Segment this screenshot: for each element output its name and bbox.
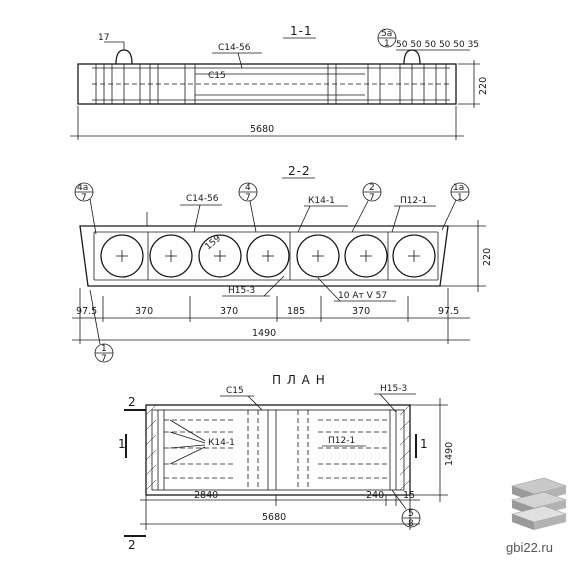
hollow-core — [392, 234, 436, 278]
label-s2-p12-1: П12-1 — [400, 196, 427, 206]
plan-view: П Л А Н — [118, 373, 455, 552]
dim-370-c: 370 — [352, 306, 370, 317]
label-frame-c15: С15 — [208, 71, 226, 81]
marker-2: 2 7 — [351, 182, 382, 233]
plan-outline — [145, 404, 411, 496]
section-1-1: 1-1 17 С14-56 С15 — [70, 24, 489, 140]
plan-title: П Л А Н — [272, 373, 326, 387]
marker-1a: 1a 1 — [441, 182, 470, 231]
plan-label-k14-1: К14-1 — [208, 438, 235, 448]
label-s2-rebar: 10 Ат V 57 — [338, 291, 387, 301]
marker-4-bottom: 7 — [245, 193, 251, 203]
marker-1-top: 1 — [101, 344, 107, 354]
watermark-site: gbi22.ru — [506, 540, 553, 555]
dim-185: 185 — [287, 306, 305, 317]
marker-5-bottom: 8 — [408, 519, 414, 529]
marker-5a: 5a 1 — [377, 28, 397, 49]
marker-4a-bottom: 7 — [81, 193, 87, 203]
marker-5-top: 5 — [408, 509, 414, 519]
section-2-total: 1490 — [252, 328, 276, 339]
hollow-core — [198, 234, 242, 278]
cut-mark-1-left: 1 — [118, 437, 127, 451]
plan-label-n15-3: Н15-3 — [380, 384, 407, 394]
plan-dim-5680: 5680 — [262, 512, 286, 523]
marker-5: 5 8 — [391, 489, 421, 529]
marker-4a: 4a 7 — [74, 182, 97, 235]
section-2-height: 220 — [482, 248, 493, 266]
section-1-title: 1-1 — [290, 24, 313, 38]
marker-5a-bottom: 1 — [384, 39, 390, 49]
hollow-core — [296, 234, 340, 278]
cut-mark-2-bottom: 2 — [128, 538, 137, 552]
hollow-cores — [100, 234, 436, 278]
section-1-beam — [77, 63, 457, 105]
section-2-title: 2-2 — [288, 164, 311, 178]
site-watermark: gbi22.ru — [506, 477, 568, 555]
marker-1: 1 7 — [89, 289, 114, 364]
marker-5a-top: 5a — [381, 29, 392, 39]
marker-1a-top: 1a — [453, 183, 464, 193]
dim-370-b: 370 — [220, 306, 238, 317]
plan-label-p12-1: П12-1 — [328, 436, 355, 446]
marker-4-top: 4 — [245, 183, 251, 193]
hollow-core — [344, 234, 388, 278]
dim-97-5-left: 97.5 — [76, 306, 97, 317]
label-s2-n15-3: Н15-3 — [228, 286, 255, 296]
lifting-loop-right — [403, 49, 421, 65]
label-s2-k14-1: К14-1 — [308, 196, 335, 206]
plan-dim-15: 15 — [403, 490, 415, 501]
cut-mark-2-top: 2 — [128, 395, 137, 409]
plan-width: 1490 — [444, 442, 455, 466]
plan-dim-2840: 2840 — [194, 490, 218, 501]
label-s2-frame: С14-56 — [186, 194, 219, 204]
section-1-height: 220 — [478, 77, 489, 95]
marker-2-top: 2 — [369, 183, 375, 193]
cut-mark-1-right: 1 — [420, 437, 429, 451]
marker-1a-bottom: 1 — [457, 193, 463, 203]
hollow-core — [246, 234, 290, 278]
lifting-loop-left — [115, 49, 133, 65]
hollow-core — [149, 234, 193, 278]
marker-4a-top: 4a — [77, 183, 88, 193]
section-1-length: 5680 — [250, 124, 274, 135]
section-2-2: 2-2 С14-56 К14-1 П12-1 Н15-3 10 Ат V 57 … — [72, 164, 493, 364]
spacing-dims: 50 50 50 50 50 35 — [396, 40, 479, 50]
plan-dim-240: 240 — [366, 490, 384, 501]
label-s2-hole: 159 — [204, 233, 224, 252]
marker-4: 4 7 — [238, 182, 258, 233]
logo-icon — [510, 477, 568, 530]
dim-97-5-right: 97.5 — [438, 306, 459, 317]
dim-370-a: 370 — [135, 306, 153, 317]
marker-2-bottom: 7 — [369, 193, 375, 203]
label-17: 17 — [98, 33, 109, 43]
hollow-core — [100, 234, 144, 278]
label-frame-c14-56: С14-56 — [218, 43, 251, 53]
marker-1-bottom: 7 — [101, 354, 107, 364]
plan-label-c15: С15 — [226, 386, 244, 396]
